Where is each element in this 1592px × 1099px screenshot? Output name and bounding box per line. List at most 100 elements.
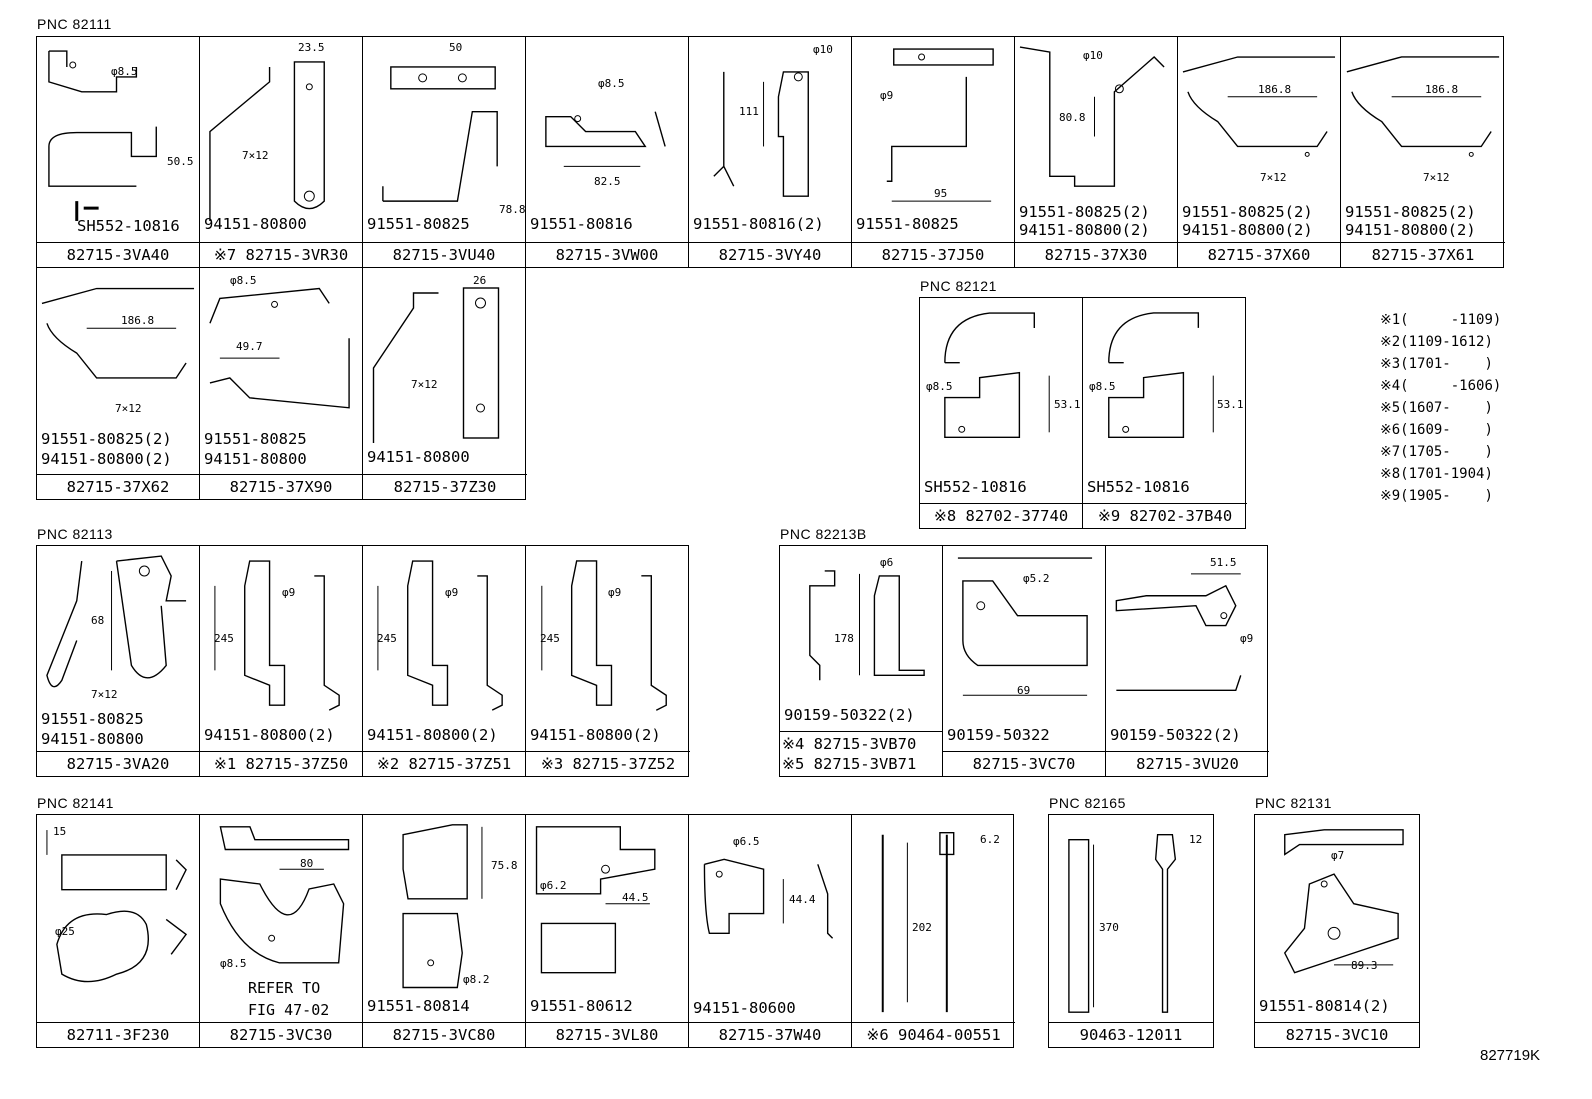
group-82213b: φ6 178 90159-50322(2) ※4 82715-3VB70 ※5 … bbox=[779, 545, 1269, 777]
part-cell[interactable]: φ8.5 82.5 91551-80816 82715-3VW00 bbox=[526, 37, 689, 267]
dim-label: φ8.5 bbox=[111, 65, 138, 78]
part-cell[interactable]: 186.8 7×12 91551-80825(2) 94151-80800(2)… bbox=[37, 268, 200, 499]
part-cell[interactable]: φ7 89.3 91551-80814(2) 82715-3VC10 bbox=[1255, 815, 1419, 1047]
serial-note: ※7(1705- ) bbox=[1380, 444, 1493, 460]
dim-label: 49.7 bbox=[236, 340, 263, 353]
bracket-drawing bbox=[1019, 46, 1165, 187]
bolt-label: 91551-80612 bbox=[530, 997, 633, 1015]
bracket-drawing bbox=[957, 557, 1093, 696]
dim-label: 53.1 bbox=[1217, 398, 1244, 411]
dim-label: 370 bbox=[1099, 921, 1119, 934]
part-cell[interactable]: 186.8 7×12 91551-80825(2) 94151-80800(2)… bbox=[1178, 37, 1341, 267]
part-cell[interactable]: φ10 111 91551-80816(2) 82715-3VY40 bbox=[689, 37, 852, 267]
dim-label: 111 bbox=[739, 105, 759, 118]
part-cell[interactable]: φ8.5 53.1 SH552-10816 ※8 82702-37740 bbox=[920, 298, 1083, 528]
part-cell[interactable]: 15 φ25 82711-3F230 bbox=[37, 815, 200, 1047]
serial-note: ※8(1701-1904) bbox=[1380, 466, 1493, 482]
part-number: ※2 82715-37Z51 bbox=[376, 755, 512, 773]
bolt-label: 91551-80825 bbox=[204, 430, 307, 448]
part-cell[interactable]: 186.8 7×12 91551-80825(2) 94151-80800(2)… bbox=[1341, 37, 1505, 267]
bolt-label: 91551-80825 bbox=[41, 710, 144, 728]
bracket-drawing bbox=[46, 830, 188, 983]
part-number: 82715-3VC70 bbox=[972, 755, 1076, 773]
bolt-label: 94151-80800(2) bbox=[367, 726, 498, 744]
part-cell[interactable]: 80 φ8.5 REFER TO FIG 47-02 82715-3VC30 bbox=[200, 815, 363, 1047]
dim-label: φ9 bbox=[608, 586, 622, 599]
bracket-drawing bbox=[372, 287, 500, 443]
serial-note: ※2(1109-1612) bbox=[1380, 334, 1493, 350]
dim-label: 15 bbox=[53, 825, 67, 838]
serial-note: ※9(1905- ) bbox=[1380, 488, 1493, 504]
bracket-drawing bbox=[545, 111, 666, 167]
part-number: ※8 82702-37740 bbox=[933, 507, 1069, 525]
group-82121: φ8.5 53.1 SH552-10816 ※8 82702-37740 φ8.… bbox=[919, 297, 1247, 529]
group-82141: 15 φ25 82711-3F230 80 φ8.5 REFER TO FIG … bbox=[36, 814, 1015, 1048]
part-cell[interactable]: φ5.2 69 90159-50322 82715-3VC70 bbox=[943, 546, 1106, 776]
part-cell[interactable]: φ10 80.8 91551-80825(2) 94151-80800(2) 8… bbox=[1015, 37, 1178, 267]
bolt-label: 94151-80800 bbox=[367, 448, 470, 466]
part-cell[interactable]: 245 φ9 94151-80800(2) ※2 82715-37Z51 bbox=[363, 546, 526, 776]
bolt-label: 91551-80814(2) bbox=[1259, 997, 1390, 1015]
pnc-label: PNC 82113 bbox=[37, 526, 113, 542]
dim-label: 50 bbox=[449, 41, 463, 54]
dim-label: 186.8 bbox=[1425, 83, 1459, 96]
dim-label: 7×12 bbox=[1423, 171, 1450, 184]
part-cell[interactable]: φ8.5 53.1 SH552-10816 ※9 82702-37B40 bbox=[1083, 298, 1247, 528]
bolt-label: 91551-80816(2) bbox=[693, 215, 824, 233]
part-cell[interactable]: 51.5 φ9 90159-50322(2) 82715-3VU20 bbox=[1106, 546, 1269, 776]
pnc-label: PNC 82131 bbox=[1255, 795, 1332, 811]
part-cell[interactable]: 50 78.8 91551-80825 82715-3VU40 bbox=[363, 37, 526, 267]
pnc-label: PNC 82213B bbox=[780, 526, 867, 542]
part-cell[interactable]: φ6 178 90159-50322(2) ※4 82715-3VB70 ※5 … bbox=[780, 546, 943, 776]
part-cell[interactable]: 6.2 202 ※6 90464-00551 bbox=[852, 815, 1015, 1047]
part-number: 82715-37X60 bbox=[1207, 246, 1311, 264]
dim-label: φ25 bbox=[55, 925, 75, 938]
bolt-label: 91551-80825(2) bbox=[1019, 203, 1150, 221]
dim-label: φ9 bbox=[880, 89, 894, 102]
bracket-drawing bbox=[541, 560, 667, 711]
part-number: 82715-37J50 bbox=[881, 246, 985, 264]
bracket-drawing bbox=[809, 570, 925, 681]
part-cell[interactable]: 23.5 7×12 94151-80800 ※7 82715-3VR30 bbox=[200, 37, 363, 267]
part-cell[interactable]: φ6.5 44.4 94151-80600 82715-37W40 bbox=[689, 815, 852, 1047]
bracket-drawing bbox=[214, 560, 340, 711]
part-cell[interactable]: 68 7×12 91551-80825 94151-80800 82715-3V… bbox=[37, 546, 200, 776]
part-cell[interactable]: φ9 95 91551-80825 82715-37J50 bbox=[852, 37, 1015, 267]
dim-label: 26 bbox=[473, 274, 487, 287]
part-number: ※7 82715-3VR30 bbox=[213, 246, 349, 264]
part-number: 82715-3VC10 bbox=[1285, 1026, 1389, 1044]
part-number: 82711-3F230 bbox=[66, 1026, 170, 1044]
part-cell[interactable]: 245 φ9 94151-80800(2) ※3 82715-37Z52 bbox=[526, 546, 690, 776]
dim-label: 178 bbox=[834, 632, 854, 645]
part-cell[interactable]: 12 370 90463-12011 bbox=[1049, 815, 1213, 1047]
dim-label: 202 bbox=[912, 921, 932, 934]
dim-label: φ8.5 bbox=[926, 380, 953, 393]
part-number: 82715-3VU20 bbox=[1136, 755, 1239, 773]
group-82165: 12 370 90463-12011 bbox=[1048, 814, 1214, 1048]
dim-label: φ8.5 bbox=[220, 957, 247, 970]
bracket-drawing bbox=[944, 312, 1050, 438]
pnc-label: PNC 82111 bbox=[37, 16, 112, 32]
dim-label: φ10 bbox=[1083, 49, 1103, 62]
dim-label: 23.5 bbox=[298, 41, 325, 54]
bolt-label: SH552-10816 bbox=[1087, 478, 1190, 496]
dim-label: 6.2 bbox=[980, 833, 1000, 846]
bolt-label: 94151-80800(2) bbox=[530, 726, 661, 744]
part-number: 82715-3VU40 bbox=[392, 246, 496, 264]
pnc-label: PNC 82141 bbox=[37, 795, 114, 811]
bracket-drawing bbox=[881, 832, 955, 1013]
dim-label: 80 bbox=[300, 857, 314, 870]
part-cell[interactable]: 26 7×12 94151-80800 82715-37Z30 bbox=[363, 268, 527, 499]
part-number: 82715-37X90 bbox=[229, 478, 333, 496]
bolt-label: SH552-10816 bbox=[77, 217, 180, 235]
part-cell[interactable]: φ8.5 50.5 SH552-10816 82715-3VA40 bbox=[37, 37, 200, 267]
dim-label: 95 bbox=[934, 187, 948, 200]
part-cell[interactable]: φ8.5 49.7 91551-80825 94151-80800 82715-… bbox=[200, 268, 363, 499]
part-cell[interactable]: φ6.2 44.5 91551-80612 82715-3VL80 bbox=[526, 815, 689, 1047]
part-cell[interactable]: 245 φ9 94151-80800(2) ※1 82715-37Z50 bbox=[200, 546, 363, 776]
bolt-label: 94151-80800 bbox=[204, 215, 307, 233]
part-number: 82715-37X61 bbox=[1371, 246, 1475, 264]
part-cell[interactable]: 75.8 φ8.2 91551-80814 82715-3VC80 bbox=[363, 815, 526, 1047]
serial-note: ※5(1607- ) bbox=[1380, 400, 1493, 416]
pnc-label: PNC 82121 bbox=[920, 278, 997, 294]
